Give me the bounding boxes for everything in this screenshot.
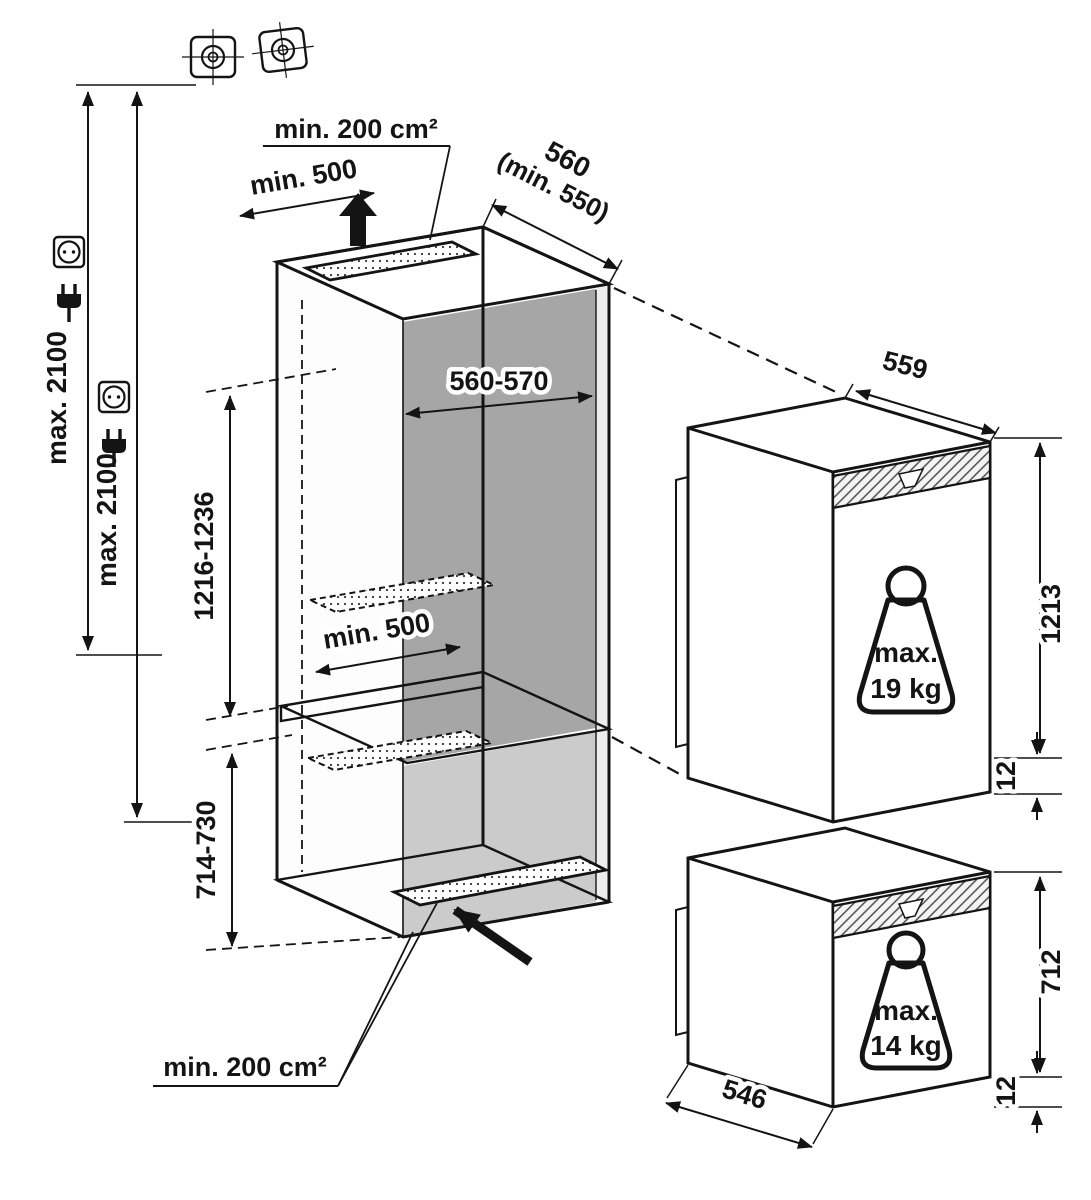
power-plug-icon	[102, 429, 126, 467]
appliance-lower-height-dimension: 712	[994, 871, 1071, 1078]
max-height-label-2: max. 2100	[91, 453, 122, 587]
lower-height-label: 714-730	[191, 800, 221, 899]
vent-bottom-label: min. 200 cm²	[163, 1052, 327, 1082]
power-socket-icon	[52, 235, 86, 269]
appliance-depth-dimension: 546	[665, 1064, 834, 1149]
appliance-width-dimension: 559	[844, 341, 1000, 443]
vent-top-label: min. 200 cm²	[274, 114, 438, 144]
door-gap-upper-dimension: 12	[987, 732, 1062, 820]
inner-width-label: 560-570	[449, 366, 548, 396]
weight-value-label: 19 kg	[870, 673, 942, 704]
min-width-top-label: min. 500	[248, 153, 360, 201]
appliance-lower: max. 14 kg	[675, 826, 992, 1109]
hidden-vent-strip-lower	[304, 729, 496, 772]
door-gap-upper-label: 12	[991, 761, 1021, 791]
weight-icon: max. 14 kg	[859, 930, 953, 1071]
niche-drawing	[205, 225, 615, 951]
niche-right-wall	[596, 284, 609, 902]
handle-notch	[897, 897, 925, 919]
mounting-bracket-icon	[182, 29, 244, 85]
upper-height-label: 1216-1236	[189, 491, 219, 620]
weight-icon: max. 19 kg	[856, 565, 956, 715]
mounting-bracket-icon	[252, 22, 314, 78]
appliance-upper-height-label: 1213	[1036, 584, 1066, 644]
bottom-vent-grille	[389, 855, 611, 907]
appliance-width-label: 559	[880, 345, 931, 385]
max-height-dimension-right: max. 2100	[91, 91, 206, 823]
appliance-upper-height-dimension: 1213	[994, 437, 1071, 759]
top-vent-area-label: min. 200 cm²	[263, 110, 451, 241]
appliance-back-flange	[675, 905, 689, 1037]
lower-compartment-height-dimension: 714-730	[187, 753, 238, 947]
bottom-vent-area-label: min. 200 cm²	[153, 902, 438, 1087]
appliance-upper: max. 19 kg	[675, 396, 992, 824]
weight-value-label: 14 kg	[870, 1030, 942, 1061]
power-plug-icon	[57, 284, 81, 322]
airflow-arrow-base-icon	[452, 906, 533, 966]
power-socket-icon	[97, 380, 131, 414]
appliance-depth-label: 546	[719, 1073, 771, 1115]
upper-compartment-height-dimension: 1216-1236	[185, 395, 236, 717]
door-gap-lower-label: 12	[991, 1076, 1021, 1106]
airflow-arrow-up-icon	[339, 193, 377, 246]
appliance-back-flange	[675, 475, 689, 749]
top-vent-slot	[301, 240, 481, 282]
max-height-label-1: max. 2100	[41, 331, 72, 465]
weight-max-label: max.	[874, 995, 938, 1026]
inner-width-dimension: 560-570	[405, 362, 593, 419]
niche-back-wall-upper	[403, 289, 596, 762]
appliance-lower-height-label: 712	[1036, 949, 1066, 994]
hidden-vent-strip-upper	[306, 571, 498, 614]
niche-back-wall-lower	[403, 732, 596, 936]
alignment-lines	[611, 287, 839, 778]
max-height-dimension-left: max. 2100	[41, 84, 196, 656]
door-gap-lower-dimension: 12	[987, 1051, 1062, 1133]
weight-max-label: max.	[874, 637, 938, 668]
handle-notch	[897, 467, 925, 489]
